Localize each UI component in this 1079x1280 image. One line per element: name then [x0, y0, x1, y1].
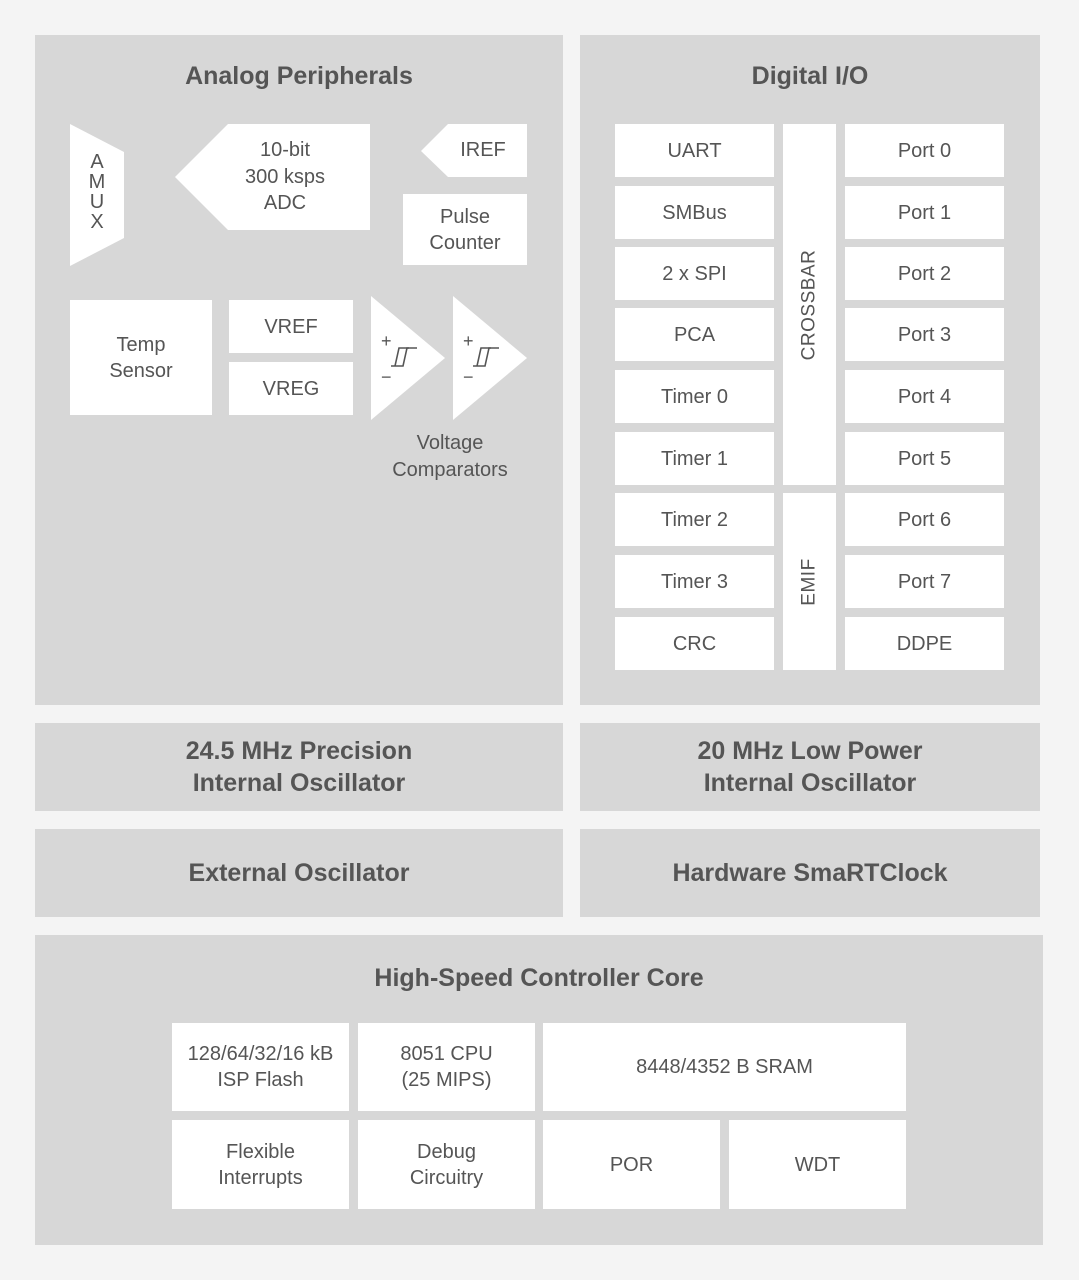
port7-block: Port 7 — [845, 555, 1004, 608]
port1-block: Port 1 — [845, 186, 1004, 239]
svg-text:+: + — [463, 331, 474, 351]
adc-block — [175, 124, 370, 230]
amux-block — [70, 124, 124, 266]
pca-block: PCA — [615, 308, 774, 361]
wdt-block: WDT — [729, 1120, 906, 1209]
svg-text:+: + — [381, 331, 392, 351]
timer2-block: Timer 2 — [615, 493, 774, 546]
iref-label: IREF — [460, 139, 506, 161]
cpu-block: 8051 CPU (25 MIPS) — [358, 1023, 535, 1111]
voltage-comparators: + − + − — [371, 296, 527, 420]
iref-block — [421, 124, 527, 177]
port5-block: Port 5 — [845, 432, 1004, 485]
debug-circuitry-block: Debug Circuitry — [358, 1120, 535, 1209]
smartclock-panel: Hardware SmaRTClock — [580, 829, 1040, 917]
sram-block: 8448/4352 B SRAM — [543, 1023, 906, 1111]
adc-label: 10-bit 300 ksps ADC — [244, 139, 326, 214]
port6-block: Port 6 — [845, 493, 1004, 546]
por-block: POR — [543, 1120, 720, 1209]
analog-peripherals-title: Analog Peripherals — [185, 62, 413, 90]
controller-core-title: High-Speed Controller Core — [374, 964, 704, 992]
amux-label: A M U X — [88, 151, 106, 233]
crossbar-block: CROSSBAR — [783, 124, 836, 485]
comparator-1: + − — [371, 296, 445, 420]
svg-text:−: − — [381, 367, 392, 387]
uart-block: UART — [615, 124, 774, 177]
isp-flash-block: 128/64/32/16 kB ISP Flash — [172, 1023, 349, 1111]
precision-oscillator-panel: 24.5 MHz Precision Internal Oscillator — [35, 723, 563, 811]
crossbar-label: CROSSBAR — [798, 249, 820, 360]
port4-block: Port 4 — [845, 370, 1004, 423]
digital-io-title: Digital I/O — [751, 62, 869, 90]
emif-label: EMIF — [798, 557, 820, 606]
low-power-oscillator-panel: 20 MHz Low Power Internal Oscillator — [580, 723, 1040, 811]
comparator-2: + − — [453, 296, 527, 420]
ddpe-block: DDPE — [845, 617, 1004, 670]
temp-sensor-block: Temp Sensor — [70, 300, 212, 415]
emif-block: EMIF — [783, 493, 836, 670]
flexible-interrupts-block: Flexible Interrupts — [172, 1120, 349, 1209]
vref-block: VREF — [229, 300, 353, 353]
external-oscillator-panel: External Oscillator — [35, 829, 563, 917]
port2-block: Port 2 — [845, 247, 1004, 300]
timer0-block: Timer 0 — [615, 370, 774, 423]
vreg-block: VREG — [229, 362, 353, 415]
svg-text:−: − — [463, 367, 474, 387]
timer3-block: Timer 3 — [615, 555, 774, 608]
voltage-comparators-label: Voltage Comparators — [392, 432, 508, 481]
timer1-block: Timer 1 — [615, 432, 774, 485]
pulse-counter-block: Pulse Counter — [403, 194, 527, 265]
smbus-block: SMBus — [615, 186, 774, 239]
crc-block: CRC — [615, 617, 774, 670]
port0-block: Port 0 — [845, 124, 1004, 177]
spi-block: 2 x SPI — [615, 247, 774, 300]
port3-block: Port 3 — [845, 308, 1004, 361]
